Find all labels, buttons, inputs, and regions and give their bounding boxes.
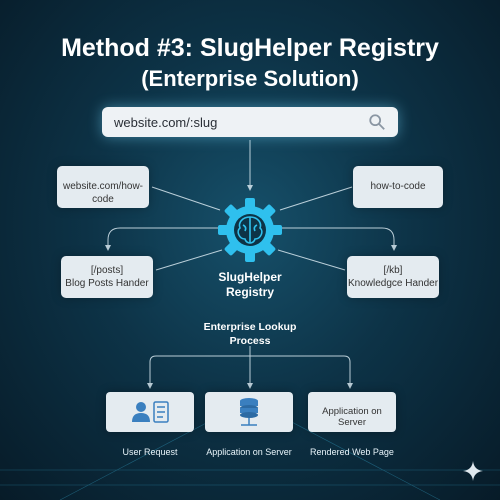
enterprise-lookup-label: Enterprise Lookup Process [180, 320, 320, 348]
application-server-box [205, 392, 293, 432]
server-database-icon [240, 398, 258, 426]
user-id-card-icon [132, 401, 169, 423]
search-bar[interactable]: website.com/:slug [102, 107, 398, 137]
kb-handler-box: [/kb] Knowledgce Hander [347, 256, 439, 298]
search-icon[interactable] [368, 113, 386, 131]
kb-route-text: [/kb] [383, 265, 403, 276]
posts-route-text: [/posts] [90, 265, 124, 276]
registry-line1: SlugHelper [218, 270, 282, 284]
registry-line2: Registry [225, 285, 275, 299]
slug-example-text: how-to-code [370, 181, 426, 192]
caption-user-request: User Request [122, 447, 178, 457]
posts-handler-text: Blog Posts Hander [65, 278, 149, 289]
enterprise-line1: Enterprise Lookup [203, 321, 297, 333]
search-input-value[interactable]: website.com/:slug [114, 115, 218, 130]
caption-application: Application on Server [206, 447, 292, 457]
url-example-text: website.com/how-code [62, 181, 144, 205]
rendered-page-box: Application on Server [308, 392, 396, 432]
enterprise-line2: Process [229, 335, 271, 347]
registry-label: SlugHelper Registry [200, 270, 300, 300]
render-box-text: Application on Server [322, 406, 382, 428]
url-example-box: website.com/how-code [57, 166, 149, 208]
posts-handler-box: [/posts] Blog Posts Hander [61, 256, 153, 298]
gear-brain-icon [218, 198, 282, 262]
caption-rendered-page: Rendered Web Page [310, 447, 394, 457]
sparkle-icon [463, 461, 483, 481]
kb-handler-text: Knowledgce Hander [347, 278, 439, 289]
page-subtitle: (Enterprise Solution) [141, 66, 359, 91]
user-request-box [106, 392, 194, 432]
page-title: Method #3: SlugHelper Registry [61, 34, 439, 62]
slug-example-box: how-to-code [353, 166, 443, 208]
